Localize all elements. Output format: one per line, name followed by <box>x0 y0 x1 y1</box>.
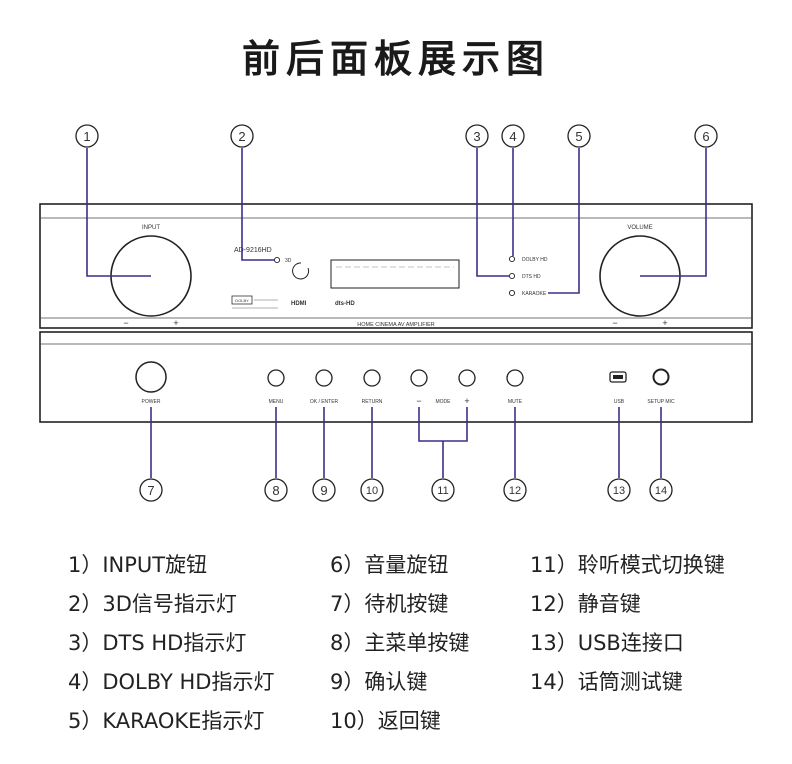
callout-9: 9 <box>320 483 327 498</box>
legend-item-14: 14）话筒测试键 <box>530 670 683 694</box>
brand-line: HOME CINEMA AV AMPLIFIER <box>357 322 435 328</box>
3d-indicator-light <box>273 256 281 264</box>
legend-item-7: 7）待机按键 <box>330 592 449 616</box>
callout-group-bottom: 7 8 9 10 11 12 13 14 <box>139 478 673 502</box>
leader-line-1 <box>86 148 151 277</box>
legend-item-1: 1）INPUT旋钮 <box>68 553 208 577</box>
setup-mic-label: SETUP MIC <box>647 399 675 405</box>
legend-item-10: 10）返回键 <box>330 709 441 733</box>
dolby-logo: DOLBY <box>235 298 249 303</box>
callout-circle-1 <box>75 124 99 148</box>
callout-13: 13 <box>613 485 625 497</box>
callout-12: 12 <box>509 485 521 497</box>
legend-item-8: 8）主菜单按键 <box>330 631 470 655</box>
callout-circle-2 <box>230 124 254 148</box>
legend-item-4: 4）DOLBY HD指示灯 <box>68 670 275 694</box>
legend-item-3: 3）DTS HD指示灯 <box>68 631 247 655</box>
callout-circle-7 <box>139 478 163 502</box>
callout-group-top: 1 2 3 4 5 6 <box>75 124 718 148</box>
callout-7: 7 <box>147 483 154 498</box>
mute-button[interactable] <box>506 369 524 387</box>
callout-5: 5 <box>575 129 582 144</box>
display-window <box>330 259 460 289</box>
callout-4: 4 <box>509 129 516 144</box>
callout-14: 14 <box>655 485 667 497</box>
callout-circle-4 <box>501 124 525 148</box>
callout-circle-3 <box>465 124 489 148</box>
leader-lines-bottom <box>150 407 662 478</box>
menu-button[interactable] <box>267 369 285 387</box>
legend-item-12: 12）静音键 <box>530 592 641 616</box>
page-title: 前后面板展示图 <box>241 37 550 81</box>
karaoke-indicator <box>508 289 516 297</box>
leader-line-5 <box>548 148 580 294</box>
mute-label: MUTE <box>508 399 523 405</box>
legend-item-9: 9）确认键 <box>330 670 428 694</box>
usb-label: USB <box>614 399 625 405</box>
mode-label: MODE <box>436 399 452 405</box>
leader-lines-top <box>86 148 707 294</box>
legend-item-5: 5）KARAOKE指示灯 <box>68 709 265 733</box>
3d-indicator-label: 3D <box>285 258 292 264</box>
dts-hd-label: DTS HD <box>522 274 541 280</box>
callout-circle-13 <box>607 478 631 502</box>
callout-circle-12 <box>503 478 527 502</box>
model-label: AD-9216HD <box>234 247 272 254</box>
lower-panel-frame <box>39 331 753 423</box>
callout-circle-6 <box>694 124 718 148</box>
input-plus: + <box>173 318 178 328</box>
mode-minus-button[interactable] <box>410 369 428 387</box>
callout-3: 3 <box>473 129 480 144</box>
callout-circle-8 <box>264 478 288 502</box>
mic-jack-icon[interactable] <box>652 368 670 386</box>
legend-item-13: 13）USB连接口 <box>530 631 684 655</box>
usb-port-icon[interactable] <box>609 371 627 383</box>
input-label: INPUT <box>142 225 160 231</box>
volume-plus: + <box>662 318 667 328</box>
mode-plus-label: + <box>464 396 469 406</box>
mode-minus-label: − <box>416 396 421 406</box>
power-button[interactable] <box>135 361 167 393</box>
callout-2: 2 <box>238 129 245 144</box>
mode-plus-button[interactable] <box>458 369 476 387</box>
callout-circle-9 <box>312 478 336 502</box>
dolby-hd-label: DOLBY HD <box>522 257 548 263</box>
leader-line-2 <box>241 148 275 261</box>
callout-circle-11 <box>431 478 455 502</box>
front-panel-frame <box>39 203 753 329</box>
callout-1: 1 <box>83 129 90 144</box>
power-label: POWER <box>142 399 161 405</box>
return-button[interactable] <box>363 369 381 387</box>
hdmi-logo: HDMI <box>291 301 307 307</box>
leader-line-6 <box>640 148 707 277</box>
callout-circle-14 <box>649 478 673 502</box>
callout-circle-5 <box>567 124 591 148</box>
dolby-hd-indicator <box>508 255 516 263</box>
karaoke-label: KARAOKE <box>522 291 547 297</box>
ir-sensor-icon <box>292 262 310 280</box>
usb-port-inner <box>613 375 623 379</box>
ok-enter-button[interactable] <box>315 369 333 387</box>
input-minus: − <box>123 318 128 328</box>
callout-10: 10 <box>366 485 378 497</box>
dolby-logo-box <box>231 295 253 305</box>
legend-item-6: 6）音量旋钮 <box>330 553 449 577</box>
volume-label: VOLUME <box>627 225 652 231</box>
callout-6: 6 <box>702 129 709 144</box>
callout-8: 8 <box>272 483 279 498</box>
volume-minus: − <box>612 318 617 328</box>
leader-line-11-bracket <box>418 407 468 442</box>
dts-hd-indicator <box>508 272 516 280</box>
legend-item-2: 2）3D信号指示灯 <box>68 592 237 616</box>
ok-enter-label: OK / ENTER <box>310 399 339 405</box>
legend-item-11: 11）聆听模式切换键 <box>530 553 725 577</box>
callout-11: 11 <box>437 485 448 497</box>
callout-circle-10 <box>360 478 384 502</box>
return-label: RETURN <box>362 399 383 405</box>
menu-label: MENU <box>269 399 284 405</box>
leader-line-3 <box>476 148 509 277</box>
dts-logo: dts-HD <box>335 301 355 307</box>
